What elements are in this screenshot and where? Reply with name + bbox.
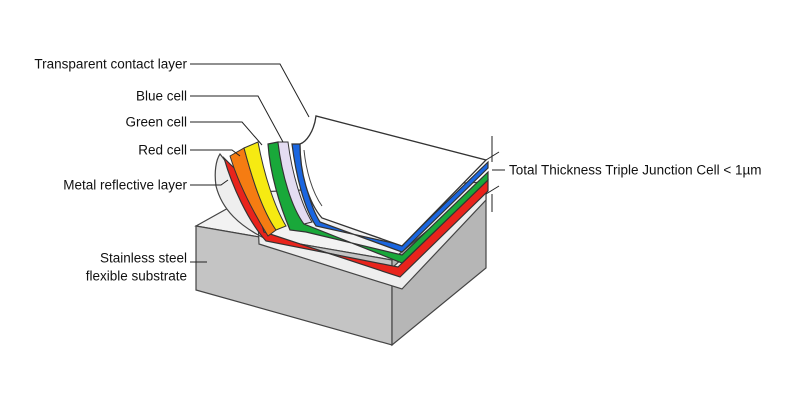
labels: Transparent contact layer Blue cell Gree…	[34, 57, 761, 284]
leader-metal-reflective	[190, 179, 229, 186]
label-transparent-contact-layer: Transparent contact layer	[34, 57, 187, 72]
thickness-slash-lower	[485, 185, 500, 195]
label-metal-reflective-layer: Metal reflective layer	[63, 178, 187, 193]
leader-blue-cell	[190, 95, 284, 143]
leader-red-cell	[190, 149, 241, 157]
label-total-thickness: Total Thickness Triple Junction Cell < 1…	[509, 163, 762, 178]
label-blue-cell: Blue cell	[136, 89, 187, 104]
leader-transparent-contact	[190, 63, 310, 118]
label-substrate-line1: Stainless steel	[100, 251, 187, 266]
label-red-cell: Red cell	[138, 143, 187, 158]
transparent-contact-layer	[299, 115, 488, 247]
layer-stack	[214, 115, 489, 290]
transparent-contact-inner-fold	[303, 149, 323, 207]
label-substrate-line2: flexible substrate	[86, 269, 187, 284]
leader-green-cell	[190, 121, 263, 146]
thickness-slash-upper	[485, 151, 500, 161]
label-green-cell: Green cell	[125, 115, 187, 130]
lavender-layer	[277, 141, 313, 225]
yellow-layer	[243, 141, 287, 231]
leader-lines	[190, 63, 505, 263]
